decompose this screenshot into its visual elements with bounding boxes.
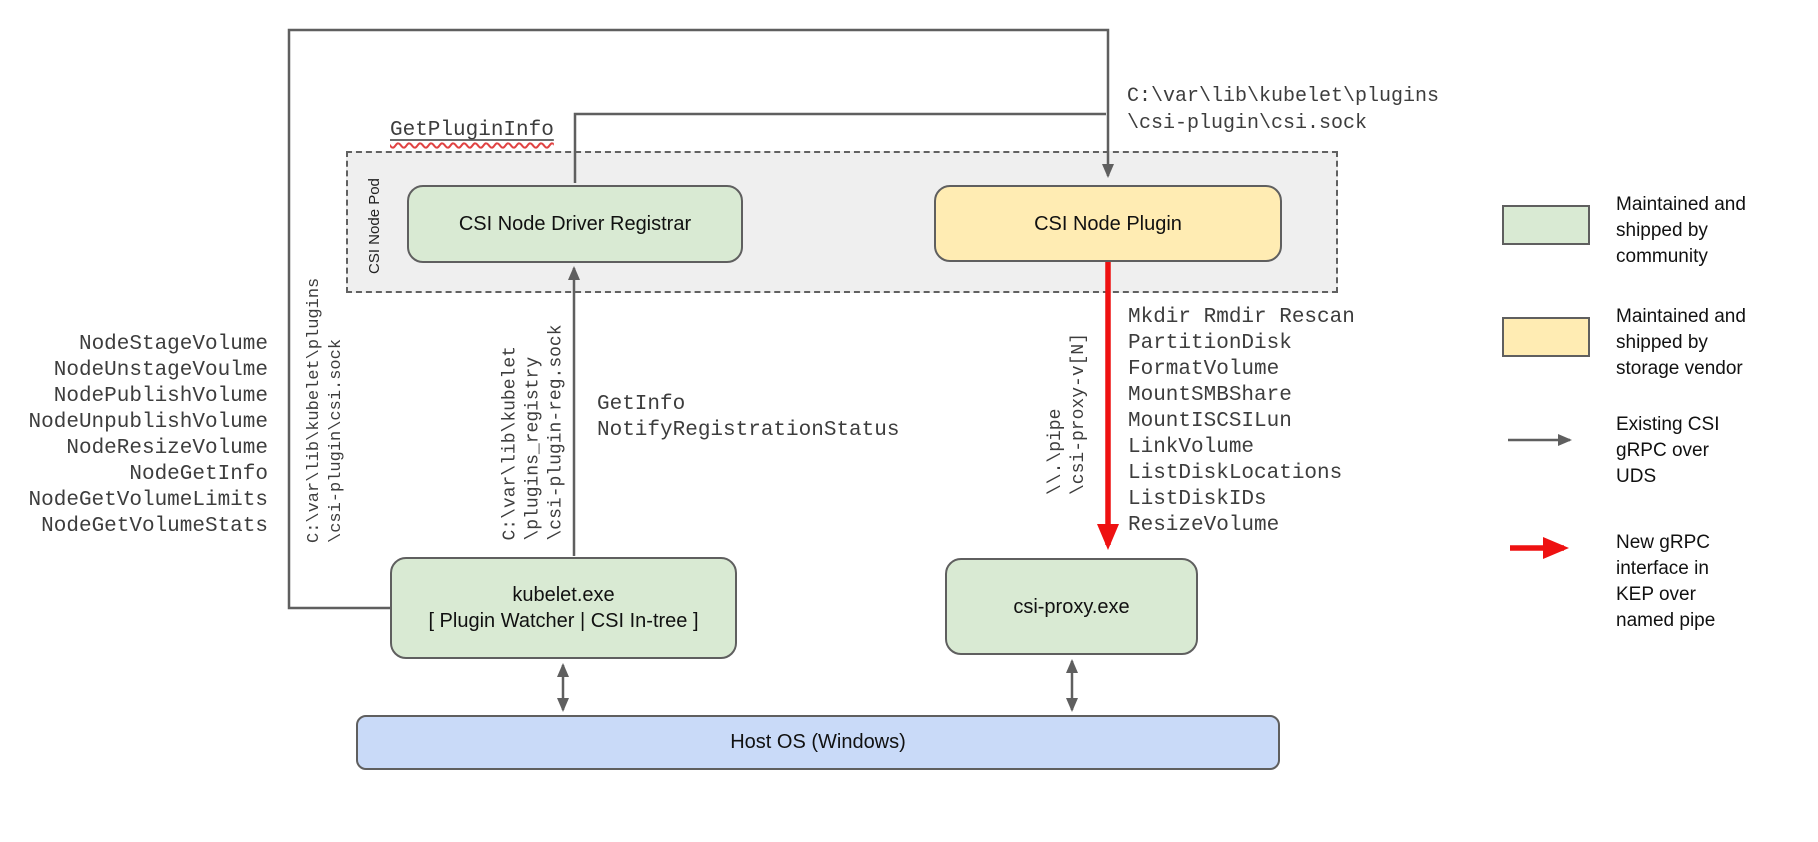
registration-calls-label: GetInfo NotifyRegistrationStatus — [597, 393, 900, 442]
legend-vendor-swatch — [1502, 317, 1590, 357]
getplugininfo-label: GetPluginInfo — [390, 119, 554, 142]
list-item: PartitionDisk — [1128, 332, 1292, 355]
registrar-getplugininfo-connector — [573, 112, 1106, 183]
legend-community-swatch — [1502, 205, 1590, 245]
legend-red-arrow-label: New gRPC interface in KEP over named pip… — [1616, 532, 1716, 631]
list-item: ResizeVolume — [1128, 514, 1280, 537]
host-os-label: Host OS (Windows) — [730, 731, 906, 753]
csi-proxy-label: csi-proxy.exe — [1013, 595, 1130, 618]
list-item: NodeUnstageVoulme — [53, 359, 268, 382]
csi-proxy-box: csi-proxy.exe — [945, 558, 1198, 655]
csi-sock-path-top-label: C:\var\lib\kubelet\plugins \csi-plugin\c… — [1127, 85, 1440, 135]
list-item: NodeGetInfo — [129, 463, 268, 486]
list-item: MountSMBShare — [1128, 384, 1292, 407]
list-item: MountISCSILun — [1128, 410, 1292, 433]
legend-vendor-label: Maintained and shipped by storage vendor — [1616, 306, 1746, 379]
named-pipe-vertical-label: \\.\pipe \csi-proxy-v[N] — [1046, 332, 1089, 495]
csi-sock-path-vertical-label: C:\var\lib\kubelet\plugins \csi-plugin\c… — [305, 277, 346, 543]
list-item: NodeStageVolume — [78, 333, 268, 356]
list-item: NodeGetVolumeStats — [41, 515, 268, 538]
registrar-label: CSI Node Driver Registrar — [458, 213, 692, 235]
csi-node-plugin-box: CSI Node Plugin — [934, 185, 1282, 262]
list-item: FormatVolume — [1128, 358, 1280, 381]
registration-sock-path-vertical-label: C:\var\lib\kubelet \plugins_registry \cs… — [500, 324, 567, 541]
list-item: ListDiskIDs — [1128, 488, 1267, 511]
csi-node-driver-registrar-box: CSI Node Driver Registrar — [407, 185, 743, 263]
list-item: ListDiskLocations — [1128, 462, 1343, 485]
kubelet-to-plugin-connector — [287, 28, 1114, 610]
list-item: LinkVolume — [1128, 436, 1255, 459]
list-item: NodeGetVolumeLimits — [28, 489, 268, 512]
csi-node-pod-label: CSI Node Pod — [366, 178, 383, 274]
plugin-label: CSI Node Plugin — [1034, 212, 1182, 235]
legend-community-label: Maintained and shipped by community — [1616, 194, 1746, 267]
list-item: Mkdir Rmdir Rescan — [1128, 306, 1355, 329]
legend-gray-arrow-label: Existing CSI gRPC over UDS — [1616, 414, 1720, 487]
list-item: NodeUnpublishVolume — [28, 411, 268, 434]
kubelet-box: kubelet.exe [ Plugin Watcher | CSI In-tr… — [390, 557, 737, 659]
list-item: NodeResizeVolume — [66, 437, 268, 460]
kubelet-label: kubelet.exe [ Plugin Watcher | CSI In-tr… — [428, 584, 699, 632]
list-item: NodePublishVolume — [53, 385, 268, 408]
host-os-box: Host OS (Windows) — [356, 715, 1280, 770]
